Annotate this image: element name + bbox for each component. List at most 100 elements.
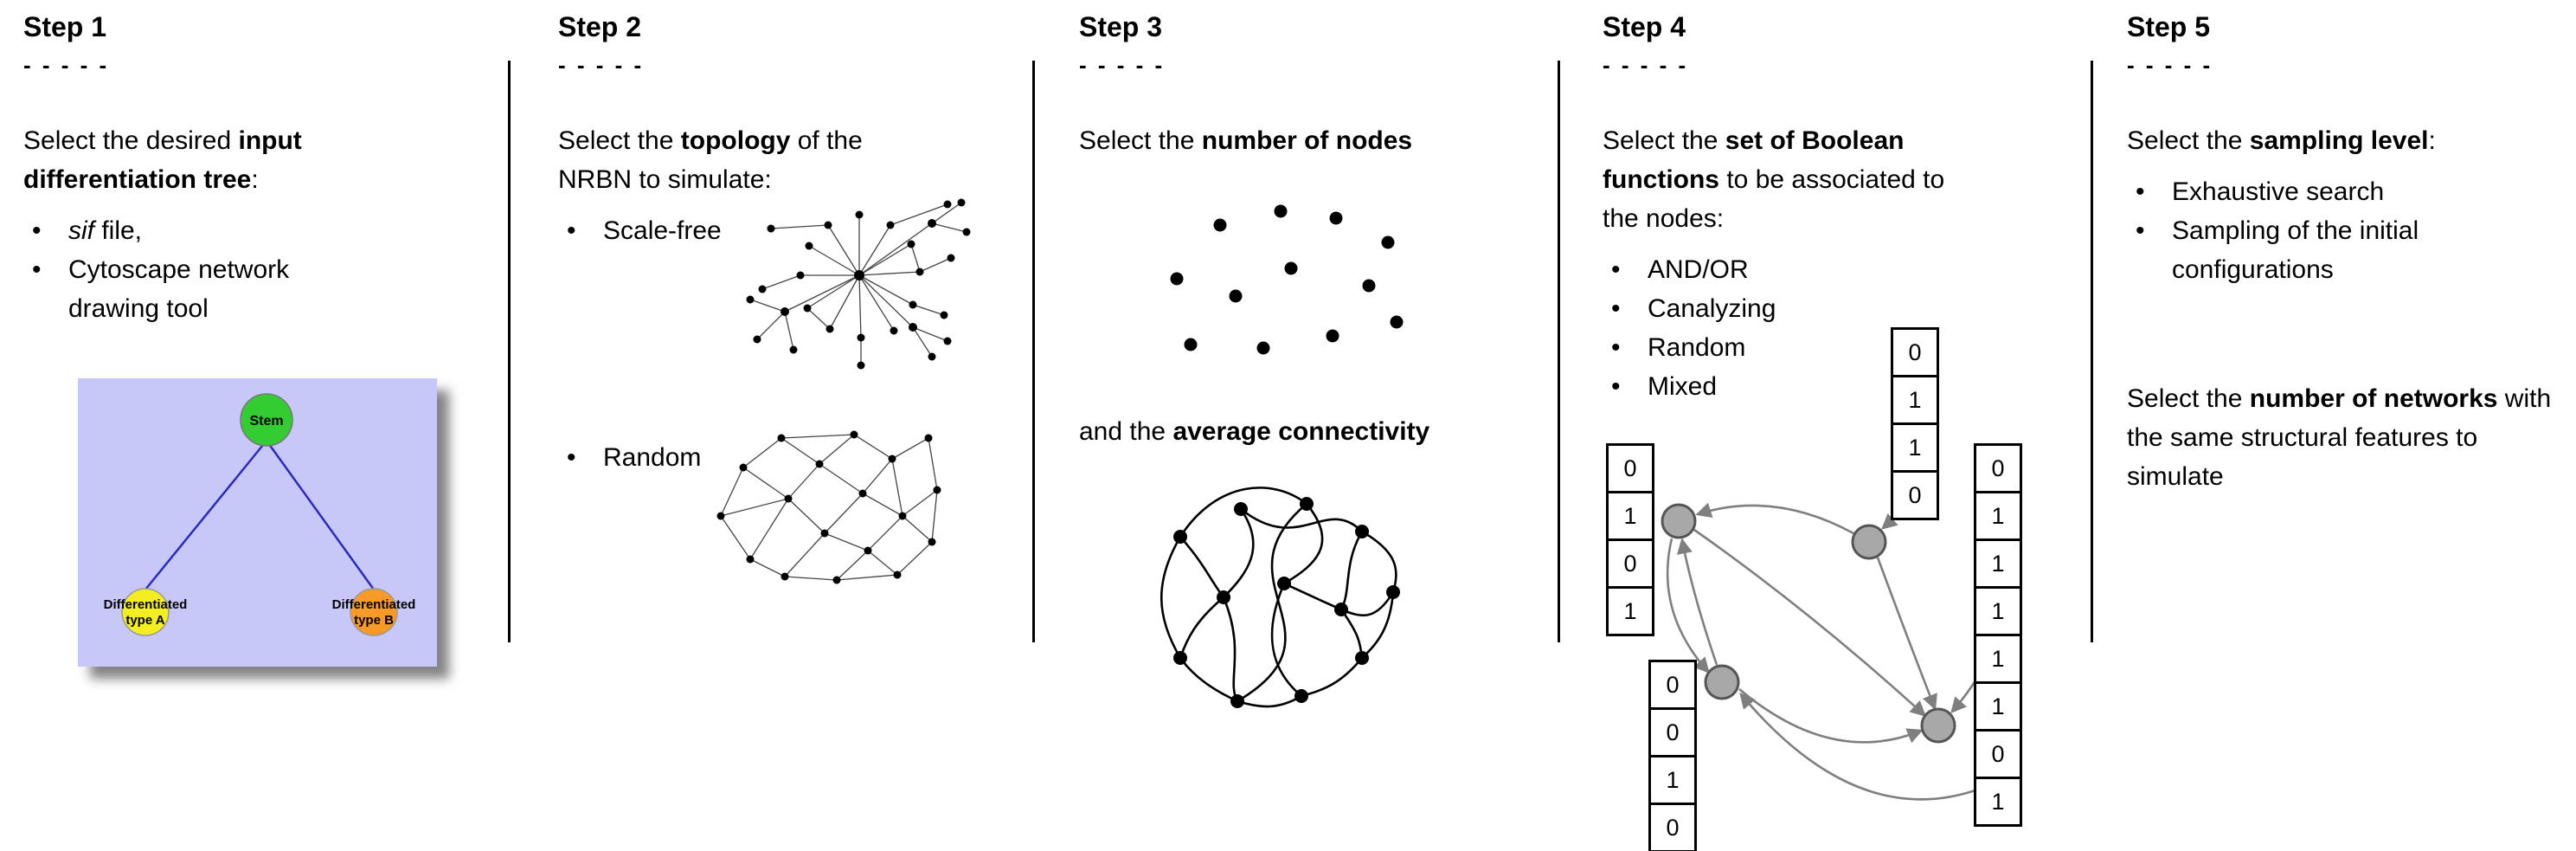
step2-bullet-scale-free: Scale-free [558, 211, 1025, 250]
step5-dashes: - - - - - [2127, 52, 2213, 79]
step5-intro: Select the sampling level: [2127, 121, 2573, 160]
step3-second: and the average connectivity [1079, 412, 1429, 451]
boolean-cell: 1 [1891, 375, 1939, 425]
step2-bullet-list: Scale-free [558, 211, 1025, 250]
step1-sif-rest: file, [94, 216, 143, 246]
step4-dashes: - - - - - [1603, 52, 1689, 79]
step4-bullet-random: Random [1603, 328, 2083, 367]
boolean-cell: 1 [1974, 681, 2022, 732]
boolean-cell: 1 [1974, 777, 2022, 827]
type-b-label-line1: Differentiated [332, 597, 416, 612]
connectivity-network-image [1160, 487, 1400, 708]
differentiation-tree-image: Stem Differentiated type A Differentiate… [78, 378, 437, 667]
step5-intro-bold: sampling level [2249, 126, 2429, 156]
step1-dashes: - - - - - [23, 52, 110, 79]
truth-table-left: 0 1 0 1 [1606, 443, 1654, 636]
step3-intro-bold: number of nodes [1201, 126, 1413, 156]
step5-second: Select the number of networks with the s… [2127, 379, 2560, 496]
step2-column: Step 2 - - - - - Select the topology of … [558, 0, 1025, 851]
step4-intro-pre: Select the [1603, 126, 1725, 156]
step1-intro-post: : [251, 165, 259, 195]
step5-intro-pre: Select the [2127, 126, 2250, 156]
step2-intro-pre: Select the [558, 126, 681, 156]
stem-node [240, 393, 293, 447]
boolean-network-image [1661, 498, 2014, 801]
step5-second-post: with the same structural features to sim… [2127, 384, 2552, 491]
truth-table-bottom: 0 0 1 0 [1648, 660, 1697, 851]
boolean-cell: 1 [1606, 586, 1654, 636]
type-a-label-line2: type A [125, 613, 164, 628]
divider-4 [2091, 61, 2093, 642]
step1-column: Step 1 - - - - - Select the desired inpu… [23, 0, 495, 851]
step4-intro: Select the set of Boolean functions to b… [1603, 121, 1988, 238]
truth-table-right: 0 1 1 1 1 1 0 1 [1974, 443, 2022, 827]
boolean-cell: 1 [1974, 634, 2022, 684]
step5-second-bold: number of networks [2249, 384, 2498, 413]
step1-intro-bold: input differentiation tree [23, 126, 302, 195]
divider-3 [1558, 61, 1560, 642]
step4-bullet-mixed: Mixed [1603, 367, 2083, 406]
scale-free-network-image [746, 198, 971, 370]
step2-bullet-list-2: Random [558, 438, 748, 477]
step5-bullet-exhaustive: Exhaustive search [2127, 172, 2508, 211]
step3-intro: Select the number of nodes [1079, 121, 1551, 160]
step5-bullet-list: Exhaustive search Sampling of the initia… [2127, 172, 2508, 289]
step5-second-pre: Select the [2127, 384, 2250, 413]
boolean-cell: 0 [1974, 729, 2022, 779]
boolean-cell: 0 [1648, 660, 1697, 710]
step3-second-pre: and the [1079, 417, 1173, 446]
step1-title: Step 1 [23, 11, 107, 42]
type-a-label-line1: Differentiated [104, 597, 188, 612]
bn-node-a [1661, 503, 1697, 539]
boolean-cell: 0 [1606, 443, 1654, 493]
tree-edge-right [265, 440, 376, 590]
step1-bullet-sif-file: sif file, [23, 211, 387, 250]
boolean-cell: 0 [1891, 470, 1939, 520]
truth-table-top: 0 1 1 0 [1891, 327, 1939, 520]
step3-second-bold: average connectivity [1172, 417, 1430, 446]
step2-title: Step 2 [558, 11, 642, 42]
step2-bullet-random: Random [558, 438, 748, 477]
bn-node-d [1920, 707, 1956, 744]
step3-title: Step 3 [1079, 11, 1163, 42]
bn-node-c [1704, 664, 1740, 700]
tree-edge-left [145, 440, 267, 590]
boolean-cell: 0 [1648, 707, 1697, 758]
step2-intro-bold: topology [680, 126, 791, 156]
stem-label: Stem [249, 414, 283, 429]
boolean-cell: 0 [1974, 443, 2022, 493]
boolean-cell: 1 [1891, 422, 1939, 473]
step1-sif-italic: sif [68, 216, 94, 246]
step3-intro-pre: Select the [1079, 126, 1202, 156]
step1-intro: Select the desired input differentiation… [23, 121, 378, 199]
divider-2 [1032, 61, 1035, 642]
step4-intro-post: to be associated to the nodes: [1603, 165, 1945, 234]
step2-dashes: - - - - - [558, 52, 645, 79]
step5-intro-post: : [2428, 126, 2436, 156]
boolean-cell: 1 [1974, 538, 2022, 589]
step5-title: Step 5 [2127, 11, 2211, 42]
step2-intro: Select the topology of the NRBN to simul… [558, 121, 913, 199]
step1-bullet-cytoscape: Cytoscape network drawing tool [23, 250, 387, 328]
step1-intro-pre: Select the desired [23, 126, 239, 156]
type-b-node [350, 588, 398, 636]
step4-column: Step 4 - - - - - Select the set of Boole… [1603, 0, 2083, 851]
step3-dashes: - - - - - [1079, 52, 1166, 79]
step4-bullet-canalyzing: Canalyzing [1603, 289, 2083, 328]
step4-intro-bold: set of Boolean functions [1603, 126, 1905, 195]
type-b-label-line2: type B [354, 613, 394, 628]
step5-bullet-sampling: Sampling of the initial configurations [2127, 211, 2508, 289]
boolean-cell: 1 [1974, 586, 2022, 636]
step5-column: Step 5 - - - - - Select the sampling lev… [2127, 0, 2573, 851]
step2-intro-post: of the NRBN to simulate: [558, 126, 863, 195]
step4-bullet-andor: AND/OR [1603, 250, 2083, 289]
boolean-cell: 0 [1648, 803, 1697, 851]
type-a-node [121, 588, 170, 636]
bn-node-b [1851, 524, 1887, 560]
boolean-cell: 1 [1648, 755, 1697, 805]
divider-1 [508, 61, 511, 642]
step1-bullet-list: sif file, Cytoscape network drawing tool [23, 211, 387, 328]
boolean-cell: 1 [1606, 491, 1654, 541]
step4-title: Step 4 [1603, 11, 1686, 42]
